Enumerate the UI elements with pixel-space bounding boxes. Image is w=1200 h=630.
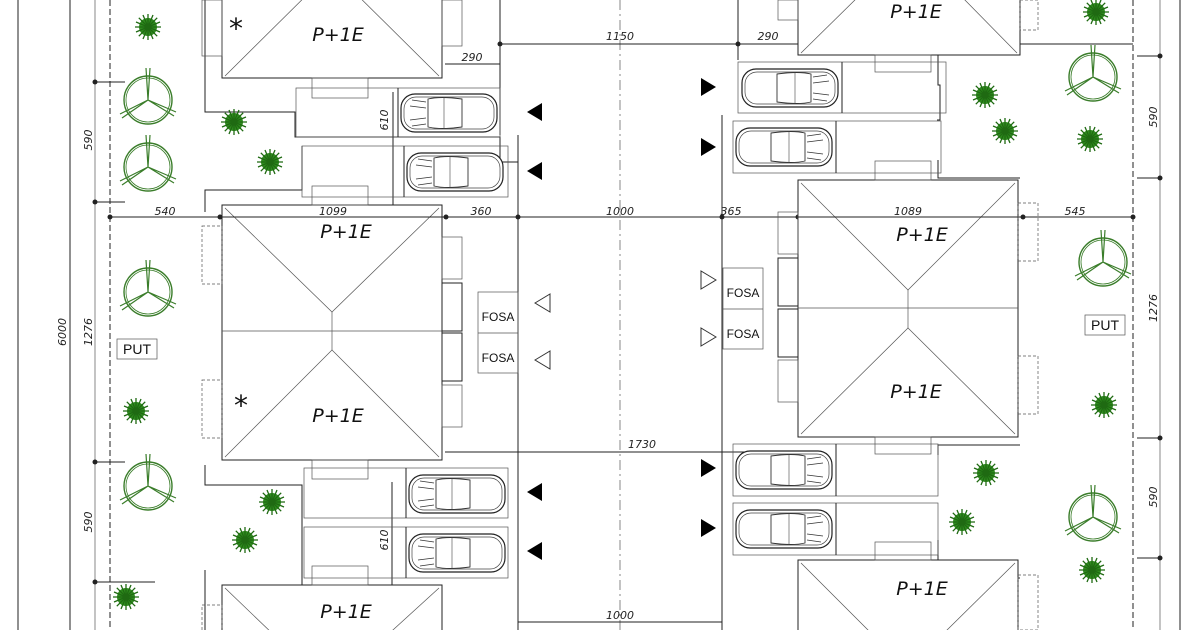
house-left-middle: [201, 185, 463, 480]
asterisk-mark: *: [234, 389, 248, 422]
dim-left-house-width: 1099: [319, 205, 347, 218]
house-left-bottom: [201, 565, 443, 630]
dim-left-drive: 360: [471, 205, 492, 218]
shrub-icon: [992, 118, 1018, 144]
wells: PUT PUT: [116, 314, 1126, 360]
house-label: P+1E: [890, 381, 941, 403]
tree-icon: [119, 259, 177, 317]
house-label: P+1E: [320, 221, 371, 243]
house-right-top: [777, 0, 1039, 73]
tree-icon: [119, 453, 177, 511]
arrow-left-icon: [527, 483, 542, 501]
cars: [400, 68, 839, 573]
car-icon: [408, 474, 506, 514]
tree-icon: [119, 134, 177, 192]
vegetation: [113, 0, 1132, 610]
tree-icon: [1064, 44, 1122, 102]
shrub-icon: [1077, 126, 1103, 152]
asterisk-mark: *: [229, 12, 243, 45]
well-label: PUT: [1091, 317, 1119, 333]
house-label: P+1E: [320, 601, 371, 623]
dim-right-lot-mid: 1276: [1147, 294, 1160, 322]
house-right-bottom: [797, 541, 1039, 630]
house-left-top: [201, 0, 463, 99]
arrow-outline-left-icon: [534, 350, 551, 370]
shrub-icon: [1091, 392, 1117, 418]
boundary-lines: [17, 0, 1181, 630]
dim-top-left-setback: 290: [462, 51, 483, 64]
shrub-icon: [257, 149, 283, 175]
dim-left-lot-bottom: 590: [82, 512, 95, 533]
shrub-icon: [123, 398, 149, 424]
car-icon: [400, 93, 498, 133]
dim-road-width: 1000: [606, 205, 634, 218]
well-label: PUT: [123, 341, 151, 357]
dim-right-drive: 365: [721, 205, 742, 218]
car-icon: [406, 152, 504, 192]
septic-tank-label: FOSA: [727, 327, 760, 341]
dim-top-right-setback: 290: [758, 30, 779, 43]
car-icon: [735, 509, 833, 549]
dim-right-lot-bottom: 590: [1147, 487, 1160, 508]
shrub-icon: [259, 489, 285, 515]
shrub-icon: [1083, 0, 1109, 25]
dim-right-front: 545: [1065, 205, 1086, 218]
house-label: P+1E: [896, 224, 947, 246]
arrow-left-icon: [527, 103, 542, 121]
house-label: P+1E: [896, 578, 947, 600]
house-labels: P+1E P+1E P+1E P+1E P+1E P+1E P+1E P+1E …: [229, 1, 948, 623]
tree-icon: [1064, 484, 1122, 542]
dim-left-lot-top: 590: [82, 130, 95, 151]
shrub-icon: [972, 82, 998, 108]
septic-tank-label: FOSA: [482, 310, 515, 324]
shrub-icon: [221, 109, 247, 135]
house-label: P+1E: [312, 24, 363, 46]
arrow-outline-right-icon: [700, 327, 717, 347]
dim-right-house-width: 1089: [894, 205, 922, 218]
shrub-icon: [135, 14, 161, 40]
shrub-icon: [232, 527, 258, 553]
arrow-right-icon: [701, 78, 716, 96]
tree-icon: [119, 67, 177, 125]
car-icon: [408, 533, 506, 573]
arrow-outline-right-icon: [700, 270, 717, 290]
septic-tank-label: FOSA: [727, 286, 760, 300]
arrow-left-icon: [527, 162, 542, 180]
dim-left-total: 6000: [56, 318, 69, 346]
dim-parking-bottom: 610: [378, 530, 391, 551]
dim-bottom-road: 1000: [606, 609, 634, 622]
house-label: P+1E: [312, 405, 363, 427]
dim-left-lot-mid: 1276: [82, 318, 95, 346]
dim-left-front: 540: [155, 205, 176, 218]
shrub-icon: [113, 584, 139, 610]
shrub-icon: [949, 509, 975, 535]
arrow-right-icon: [701, 138, 716, 156]
arrow-outline-left-icon: [534, 293, 551, 313]
dim-parking-top: 610: [378, 110, 391, 131]
arrow-right-icon: [701, 459, 716, 477]
car-icon: [735, 127, 833, 167]
septic-tank-label: FOSA: [482, 351, 515, 365]
dimension-labels: 1150 290 290 540 1099 360 1000 365 1089 …: [56, 30, 1160, 622]
houses: [201, 0, 1039, 630]
car-icon: [741, 68, 839, 108]
septic-tanks: FOSA FOSA FOSA FOSA: [477, 267, 764, 374]
house-right-middle: [777, 160, 1039, 455]
car-icon: [735, 450, 833, 490]
arrow-right-icon: [701, 519, 716, 537]
parking-pads: [295, 61, 947, 579]
access-arrows: [527, 78, 717, 560]
dim-middle-road: 1730: [628, 438, 656, 451]
shrub-icon: [973, 460, 999, 486]
dim-right-lot-top: 590: [1147, 107, 1160, 128]
dim-top-road: 1150: [606, 30, 634, 43]
house-label: P+1E: [890, 1, 941, 23]
shrub-icon: [1079, 557, 1105, 583]
arrow-left-icon: [527, 542, 542, 560]
tree-icon: [1074, 229, 1132, 287]
